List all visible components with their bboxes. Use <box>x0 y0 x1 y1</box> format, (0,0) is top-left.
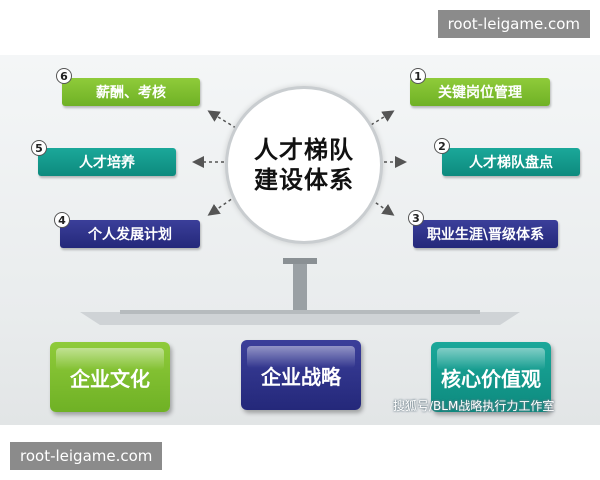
node-1-badge: 1 <box>410 68 426 84</box>
node-3-badge: 3 <box>408 210 424 226</box>
watermark-bottom: root-leigame.com <box>10 442 163 470</box>
node-2-badge: 2 <box>434 138 450 154</box>
node-2-label: 人才梯队盘点 <box>469 155 553 171</box>
watermark-top: root-leigame.com <box>437 10 590 38</box>
center-title-line1: 人才梯队 <box>254 136 354 164</box>
node-5-label: 人才培养 <box>79 155 135 171</box>
node-5-badge: 5 <box>31 140 47 156</box>
source-caption: 搜狐号/BLM战略执行力工作室 <box>393 399 555 413</box>
node-4: 个人发展计划 <box>60 220 200 248</box>
node-6-badge: 6 <box>56 68 72 84</box>
node-6-label: 薪酬、考核 <box>96 85 166 101</box>
node-4-badge: 4 <box>54 212 70 228</box>
pedestal-platform <box>80 312 520 325</box>
center-title-line2: 建设体系 <box>254 166 354 194</box>
arrow-to-node-1 <box>365 110 395 129</box>
pedestal-bar <box>120 310 480 314</box>
foundation-culture-label: 企业文化 <box>70 366 150 391</box>
center-circle: 人才梯队 建设体系 <box>225 86 383 244</box>
node-2: 人才梯队盘点 <box>442 148 580 176</box>
node-3-label: 职业生涯\晋级体系 <box>426 227 545 243</box>
node-3: 职业生涯\晋级体系 <box>413 220 558 248</box>
node-4-label: 个人发展计划 <box>88 227 172 243</box>
foundation-culture: 企业文化 <box>50 342 170 412</box>
foundation-values-label: 核心价值观 <box>441 366 541 391</box>
pedestal-cap <box>283 258 317 264</box>
node-6: 薪酬、考核 <box>62 78 200 106</box>
arrow-to-node-6 <box>207 110 237 129</box>
foundation-strategy: 企业战略 <box>241 340 361 410</box>
foundation-values: 核心价值观 <box>431 342 551 412</box>
foundation-strategy-label: 企业战略 <box>261 364 341 389</box>
arrow-to-node-4 <box>207 195 237 216</box>
node-1: 关键岗位管理 <box>410 78 550 106</box>
pedestal-post <box>293 262 307 312</box>
node-1-label: 关键岗位管理 <box>438 85 522 101</box>
node-5: 人才培养 <box>38 148 176 176</box>
arrow-to-node-3 <box>365 195 395 216</box>
